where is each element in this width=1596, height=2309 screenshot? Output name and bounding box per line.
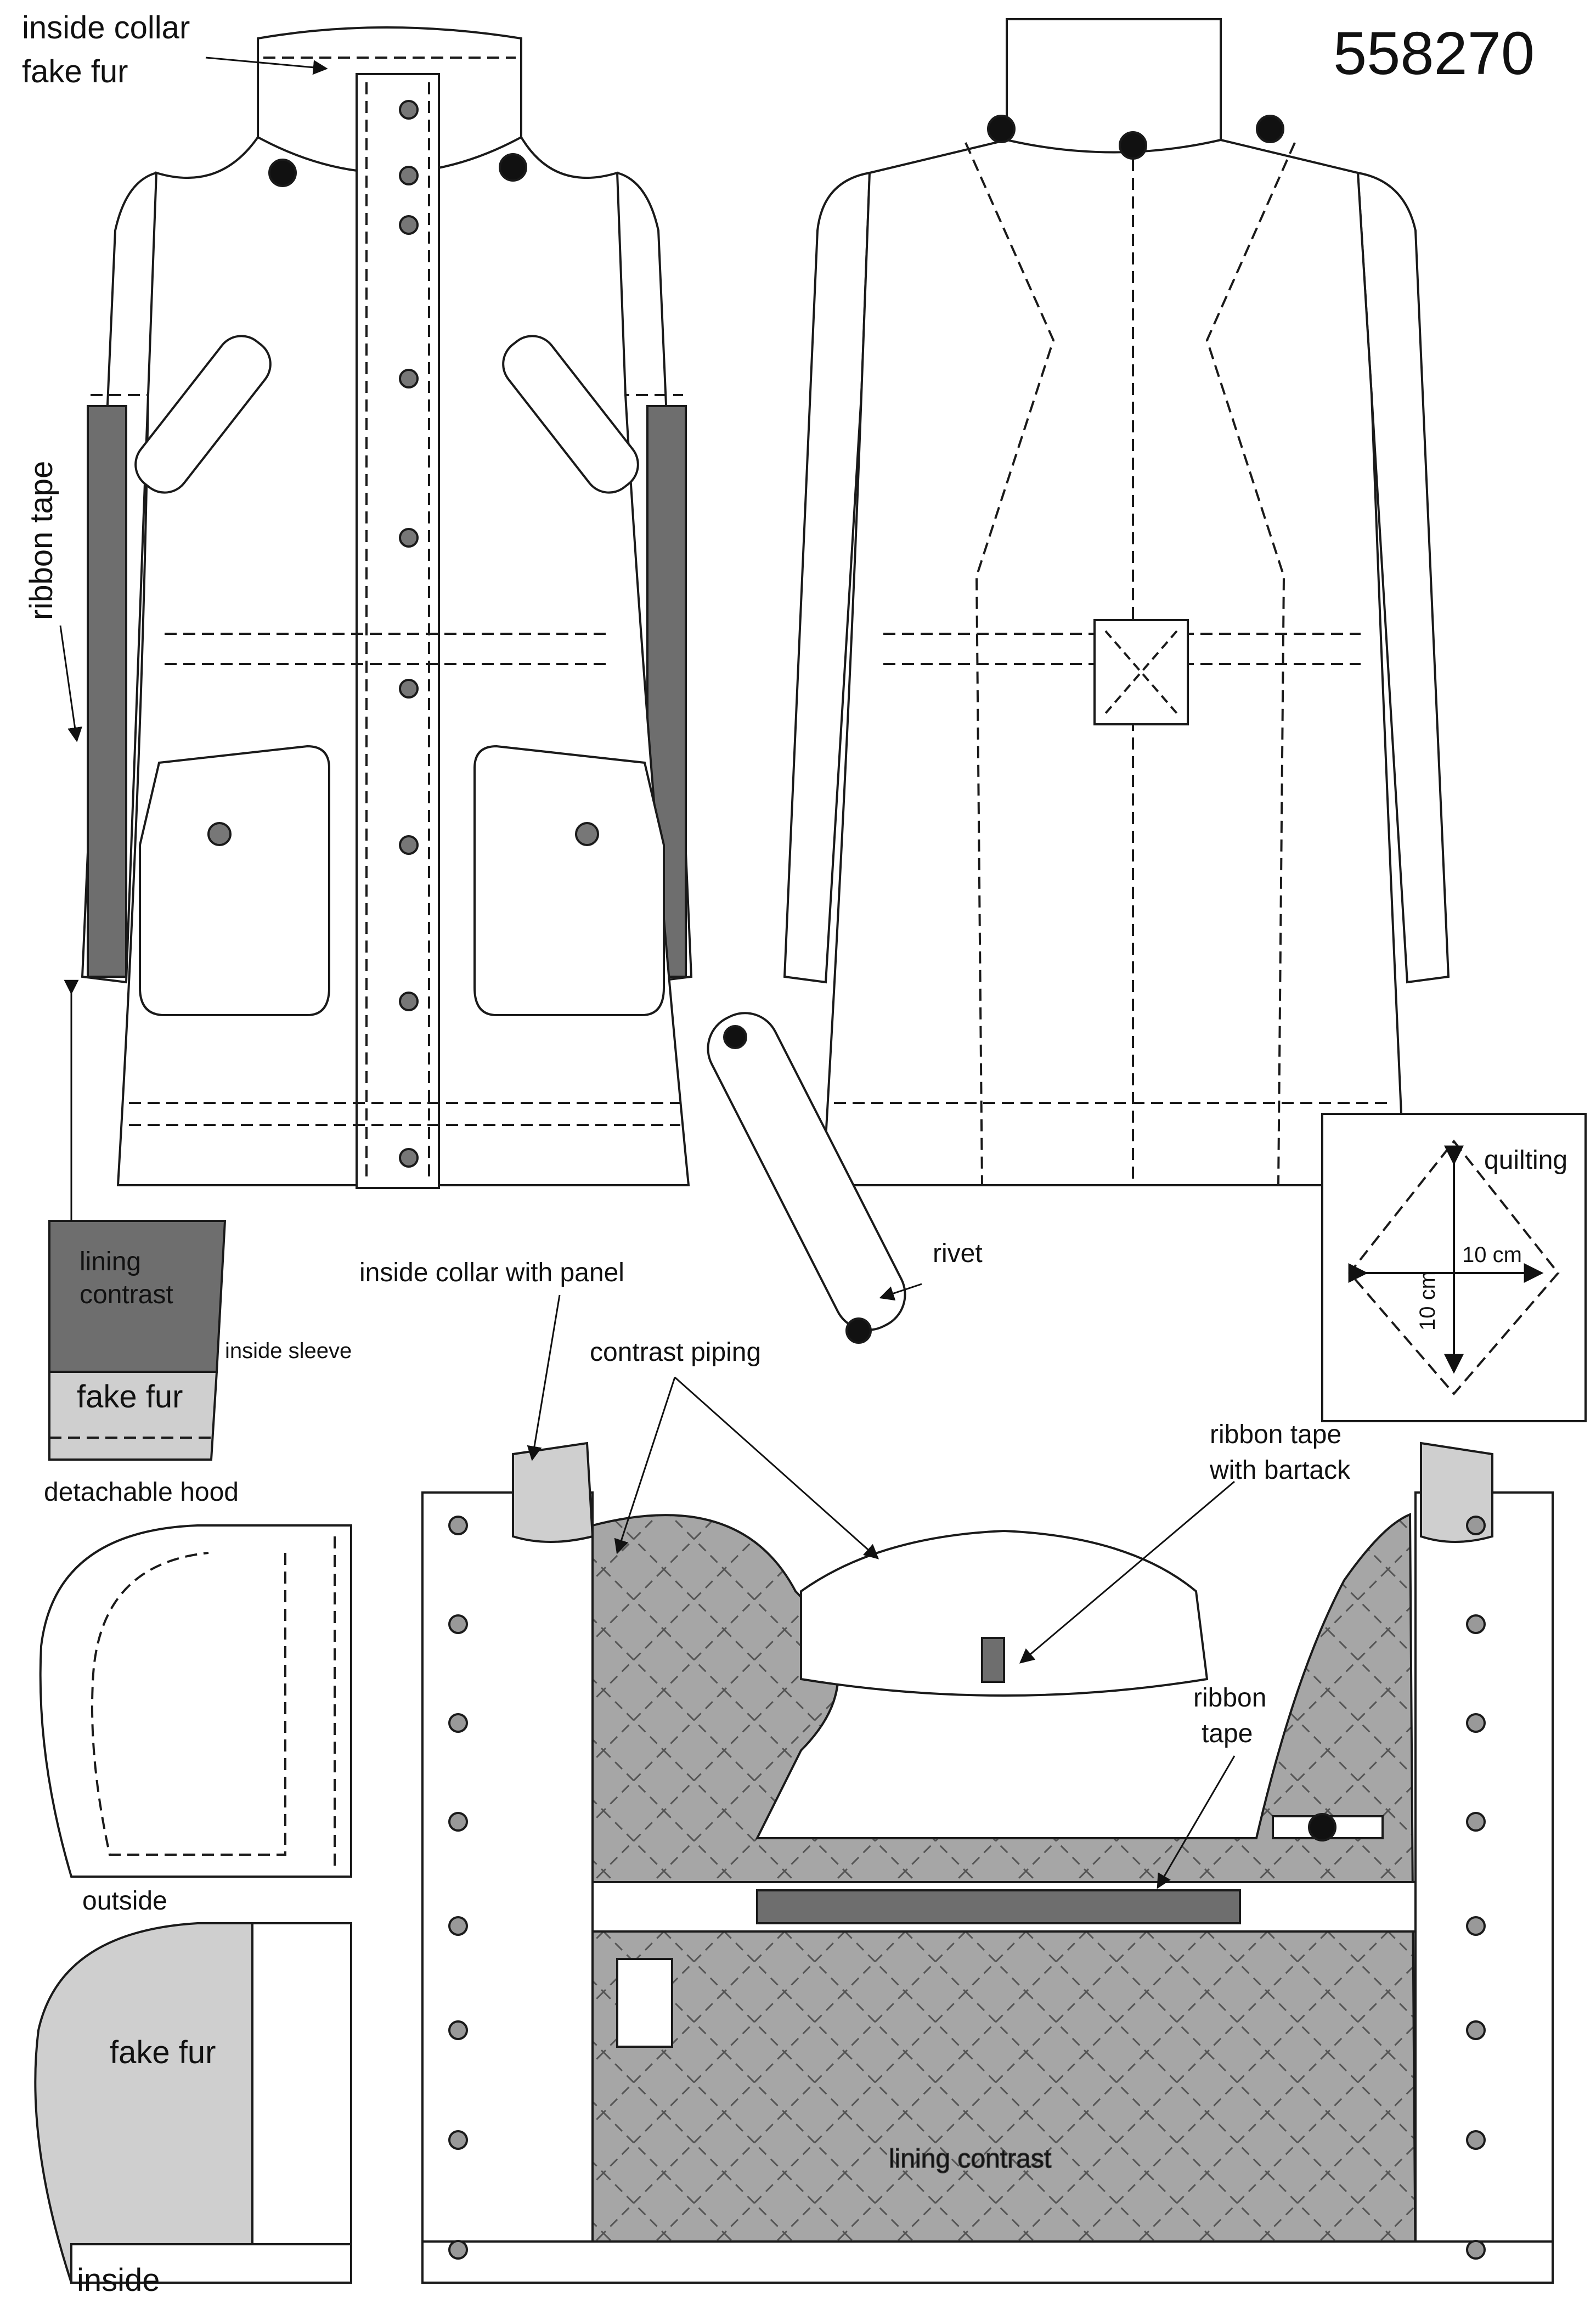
chest-tab-detail [707, 1012, 906, 1344]
collar-panel-left [512, 1441, 594, 1543]
left-front-facing [421, 1491, 594, 2284]
label-ribbon-tape-bartack-2: with bartack [1209, 1456, 1351, 1485]
front-pocket-right [473, 745, 665, 1016]
bartack-tag [981, 1637, 1005, 1683]
collar-snaps [268, 153, 527, 187]
label-hood-inside: inside [77, 2262, 160, 2298]
label-ribbon-tape-sleeve: ribbon tape [24, 461, 59, 620]
quilting-detail: quilting 10 cm 10 cm [1321, 1113, 1587, 1422]
label-fake-fur-collar: fake fur [22, 54, 128, 89]
front-sleeve-left [81, 171, 166, 984]
right-front-facing [1414, 1491, 1554, 2284]
placket-snaps [399, 100, 419, 1168]
label-inside-sleeve: inside sleeve [225, 1339, 352, 1363]
facing-snaps [448, 1516, 1486, 2260]
sleeve-swatch [48, 979, 227, 1461]
label-ribbon-inner-2: tape [1202, 1719, 1253, 1748]
label-ribbon-inner-1: ribbon [1193, 1683, 1266, 1713]
hem-facing [421, 2240, 1554, 2284]
chest-tab-right [502, 335, 639, 494]
label-inside-collar-with-panel: inside collar with panel [359, 1258, 624, 1287]
back-view [783, 18, 1450, 1186]
label-rivet: rivet [933, 1239, 983, 1268]
front-sleeve-right [607, 171, 693, 984]
quilting-width: 10 cm [1462, 1243, 1522, 1267]
inner-cargo-pocket [616, 1958, 673, 2048]
leader-lines [59, 57, 1236, 1889]
back-sleeve-right [1356, 171, 1450, 984]
label-lining-contrast-body: lining contrast [889, 2144, 1051, 2173]
label-hood-fake-fur: fake fur [110, 2035, 216, 2070]
label-detachable-hood: detachable hood [44, 1478, 239, 1507]
back-collar [1006, 18, 1222, 154]
quilting-height: 10 cm [1415, 1271, 1440, 1331]
hood-inside [34, 1922, 352, 2284]
label-lining: lining [80, 1247, 141, 1276]
front-pocket-left [139, 745, 330, 1016]
chest-tab-left [134, 335, 272, 494]
front-placket [356, 73, 440, 1189]
back-sleeve-left [783, 171, 871, 984]
label-hood-outside: outside [82, 1886, 167, 1916]
hood-outside [39, 1524, 352, 1878]
front-view [81, 26, 693, 1189]
label-fake-fur-sleeve: fake fur [77, 1379, 183, 1415]
rivet-top [723, 1025, 747, 1049]
rivet-bottom [845, 1317, 872, 1344]
ribbon-tape-left [87, 405, 127, 978]
quilting-title: quilting [1484, 1146, 1567, 1175]
inner-view [421, 1441, 1554, 2284]
label-inside-collar: inside collar [22, 10, 190, 46]
label-ribbon-tape-bartack-1: ribbon tape [1210, 1420, 1341, 1449]
style-number: 558270 [1333, 20, 1535, 87]
label-contrast-piping: contrast piping [590, 1338, 761, 1367]
labels: 558270 inside collar fake fur ribbon tap… [22, 10, 1535, 2298]
label-contrast: contrast [80, 1280, 173, 1309]
